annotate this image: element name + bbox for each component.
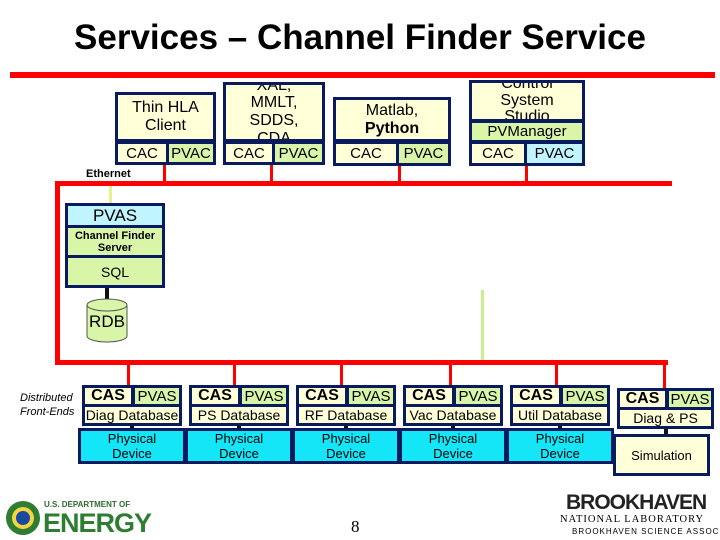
physical-device: Physical Device — [506, 428, 614, 464]
server-link — [109, 186, 112, 204]
device-link — [663, 429, 668, 434]
client-matlab-python: Matlab,Python — [333, 97, 451, 142]
client-label: Control System Studio — [500, 80, 554, 122]
simulation-box: Simulation — [613, 434, 710, 476]
pvas-label: PVAS — [132, 385, 182, 407]
client-thin-hla: Thin HLA Client — [115, 92, 216, 142]
server-label: Channel Finder Server — [74, 229, 156, 254]
database-icon — [86, 298, 128, 343]
device-label: Physical Device — [107, 431, 157, 461]
ethernet-label: Ethernet — [86, 168, 131, 180]
channel-finder-server: Channel Finder Server — [65, 225, 165, 258]
physical-device: Physical Device — [185, 428, 293, 464]
pvas-label: PVAS — [666, 388, 714, 410]
frontends-label-2: Front-Ends — [20, 406, 75, 418]
frontend-drop — [555, 364, 558, 385]
device-label: Physical Device — [214, 431, 264, 461]
pvac-label: PVAC — [166, 141, 216, 165]
database-label: Diag & PS — [617, 407, 714, 429]
cas-label: CAS — [510, 385, 562, 407]
doe-seal-logo — [6, 501, 40, 535]
physical-device: Physical Device — [78, 428, 186, 464]
cac-label: CAC — [223, 141, 275, 165]
physical-device: Physical Device — [399, 428, 507, 464]
pvas-label: PVAS — [346, 385, 396, 407]
device-link — [130, 426, 134, 429]
device-link — [451, 426, 455, 429]
client-drop — [270, 163, 273, 183]
cac-label: CAC — [115, 141, 169, 165]
rdb-label: RDB — [89, 312, 125, 331]
client-label: Python — [364, 119, 420, 137]
physical-device: Physical Device — [292, 428, 400, 464]
sql-label: SQL — [65, 255, 165, 288]
page-title: Services – Channel Finder Service — [74, 18, 646, 57]
client-xal: XAL, MMLT, SDDS, CDA — [223, 82, 325, 142]
database-label: Vac Database — [403, 404, 503, 426]
frontend-drop — [127, 364, 130, 385]
device-label: Physical Device — [535, 431, 585, 461]
ethernet-bus — [55, 181, 672, 186]
pvac-label: PVAC — [272, 141, 325, 165]
device-label: Physical Device — [321, 431, 371, 461]
db-link — [105, 288, 109, 300]
device-link — [558, 426, 562, 429]
frontend-drop — [233, 364, 236, 385]
doe-small-text: U.S. DEPARTMENT OF — [44, 500, 131, 509]
frontend-drop — [663, 364, 666, 388]
bnl-big-text: BROOKHAVEN — [566, 491, 707, 514]
database-label: PS Database — [189, 404, 289, 426]
client-label: Thin HLA Client — [132, 99, 199, 134]
ethernet-left-link — [55, 181, 60, 364]
frontends-label-1: Distributed — [20, 392, 73, 404]
device-link — [237, 426, 241, 429]
page-number: 8 — [351, 517, 360, 536]
pvac-label: PVAC — [396, 141, 451, 166]
frontend-bus — [55, 360, 668, 365]
device-link — [344, 426, 348, 429]
database-label: Diag Database — [82, 404, 182, 426]
client-label: Matlab, — [365, 101, 419, 119]
database-label: Util Database — [510, 404, 610, 426]
database-label: RF Database — [296, 404, 396, 426]
pvac-label: PVAC — [524, 141, 585, 166]
client-drop — [398, 163, 401, 183]
bnl-assoc-text: BROOKHAVEN SCIENCE ASSOCIATES — [572, 527, 720, 536]
frontend-drop — [340, 364, 343, 385]
pva-link — [481, 290, 484, 360]
pvmanager-label: PVManager — [469, 120, 585, 143]
client-label: XAL, MMLT, SDDS, CDA — [249, 82, 299, 142]
client-drop — [525, 163, 528, 183]
cac-label: CAC — [333, 141, 399, 166]
cas-label: CAS — [617, 388, 668, 410]
doe-big-text: ENERGY — [43, 508, 152, 538]
pvas-label: PVAS — [560, 385, 610, 407]
client-css: Control System Studio — [469, 80, 585, 122]
cac-label: CAC — [469, 141, 527, 166]
top-rule — [10, 72, 715, 78]
client-drop — [163, 163, 166, 183]
device-label: Physical Device — [428, 431, 478, 461]
frontend-drop — [449, 364, 452, 385]
cas-label: CAS — [82, 385, 134, 407]
bnl-sub-text: NATIONAL LABORATORY — [560, 514, 705, 525]
